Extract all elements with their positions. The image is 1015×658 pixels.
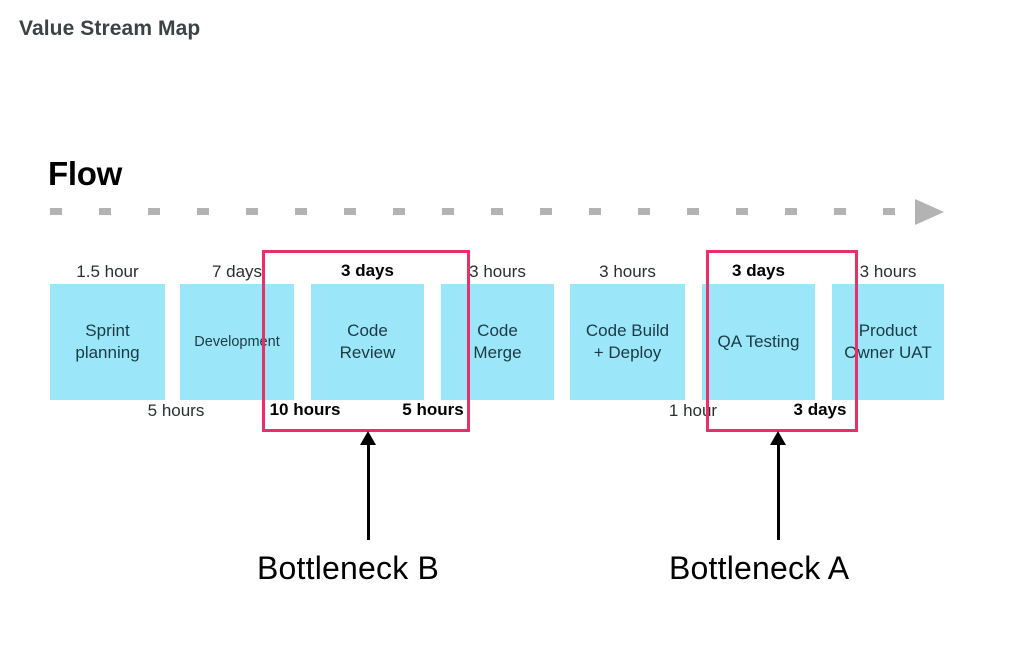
callout-arrow-head-a-icon: [770, 431, 786, 445]
top-metric-development: 7 days: [211, 262, 263, 281]
bottom-metric-qa-testing: 3 days: [793, 400, 847, 419]
callout-label-bottleneck-b: Bottleneck B: [257, 550, 440, 586]
process-label-line1: Code: [477, 321, 518, 341]
process-box-code-review[interactable]: Code Review: [311, 284, 424, 400]
process-label-line2: Review: [339, 343, 396, 362]
flow-heading: Flow: [48, 155, 122, 192]
process-label-line1: QA Testing: [717, 332, 800, 352]
page-title: Value Stream Map: [19, 17, 201, 40]
process-box-code-merge[interactable]: Code Merge: [441, 284, 554, 400]
callout-arrow-head-b-icon: [360, 431, 376, 445]
process-box-qa-testing[interactable]: QA Testing: [702, 284, 815, 400]
process-label-line2: Owner UAT: [844, 343, 932, 362]
process-label-line1: Product: [858, 321, 918, 341]
flow-dashed-line: [50, 208, 910, 215]
process-label-line1: Code: [347, 321, 388, 341]
bottleneck-highlight-b[interactable]: [262, 250, 470, 432]
process-box-product-owner-uat[interactable]: Product Owner UAT: [832, 284, 944, 400]
arrow-right-icon: [915, 199, 944, 225]
top-metric-code-review: 3 days: [341, 261, 394, 280]
process-label-line1: Development: [194, 333, 280, 350]
bottleneck-highlight-a[interactable]: [706, 250, 858, 432]
process-label-line2: + Deploy: [593, 343, 662, 362]
process-label-line1: Code Build: [585, 321, 670, 341]
process-box-development[interactable]: Development: [180, 284, 294, 400]
callout-arrow-shaft-b: [367, 443, 370, 540]
top-metric-code-merge: 3 hours: [469, 262, 526, 281]
top-metric-product-owner-uat: 3 hours: [859, 262, 917, 281]
process-box-code-build-deploy[interactable]: Code Build + Deploy: [570, 284, 685, 400]
process-label-line2: planning: [75, 343, 140, 362]
top-metric-qa-testing: 3 days: [732, 261, 785, 280]
process-label-line2: Merge: [473, 343, 522, 362]
process-label-line1: Sprint: [85, 321, 130, 341]
top-metric-code-build-deploy: 3 hours: [599, 262, 656, 281]
bottom-metric-development: 10 hours: [269, 400, 341, 419]
top-metric-sprint-planning: 1.5 hour: [76, 262, 139, 281]
process-box-sprint-planning[interactable]: Sprint planning: [50, 284, 165, 400]
bottom-metric-code-build-deploy: 1 hour: [668, 401, 718, 420]
bottom-metric-sprint-planning: 5 hours: [147, 401, 205, 420]
callout-arrow-shaft-a: [777, 443, 780, 540]
callout-label-bottleneck-a: Bottleneck A: [669, 550, 850, 586]
bottom-metric-code-review: 5 hours: [402, 400, 464, 419]
